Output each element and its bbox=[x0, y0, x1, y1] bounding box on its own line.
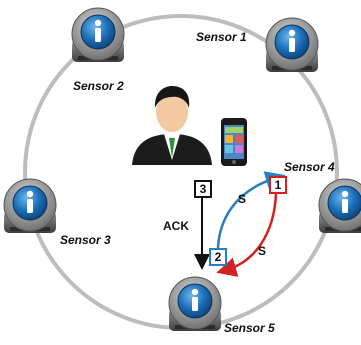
s-red-arrow bbox=[216, 193, 278, 277]
sensor-label: Sensor 4 bbox=[284, 160, 335, 174]
sensor-label: Sensor 3 bbox=[60, 233, 111, 247]
sensor-label: Sensor 2 bbox=[73, 79, 124, 93]
sensor-label: Sensor 5 bbox=[224, 321, 275, 335]
sensor-device-icon bbox=[265, 17, 319, 73]
sensor-label: Sensor 1 bbox=[196, 30, 247, 44]
s-blue-label: S bbox=[238, 192, 247, 206]
sensor-device-icon bbox=[168, 276, 222, 332]
s-blue-arrow bbox=[216, 171, 286, 259]
s-red-label: S bbox=[258, 244, 267, 258]
sensor-device-icon bbox=[71, 7, 125, 63]
sensor-device-icon bbox=[3, 178, 57, 234]
ack-label: ACK bbox=[163, 219, 189, 233]
user-icon bbox=[132, 86, 212, 165]
smartphone-icon bbox=[221, 118, 247, 166]
step-box-3: 3 bbox=[194, 180, 212, 198]
step-box-1: 1 bbox=[269, 176, 287, 194]
sensor-device-icon bbox=[318, 178, 361, 234]
step-box-2: 2 bbox=[209, 248, 227, 266]
